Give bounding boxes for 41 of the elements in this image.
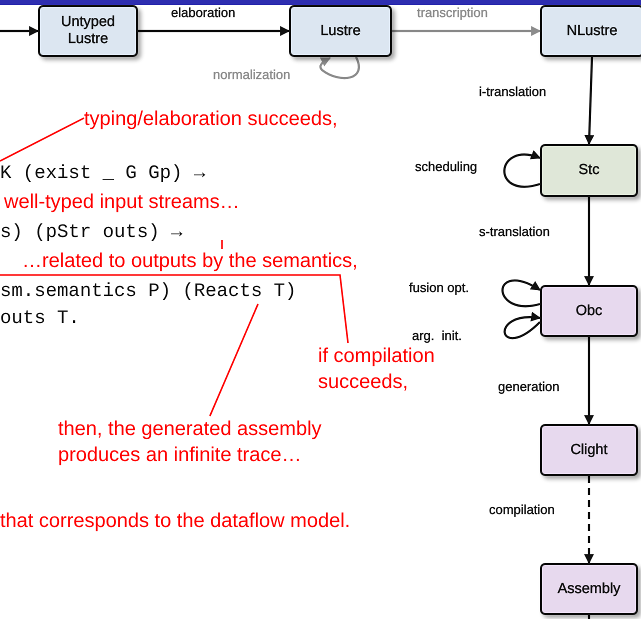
stage-box: NLustre [540, 5, 641, 57]
code-line: outs T. [0, 306, 80, 331]
annotation-text: typing/elaboration succeeds, [84, 106, 384, 134]
annotation-text: if compilation succeeds, [318, 343, 468, 397]
leader-line [209, 304, 259, 416]
edge-label: compilation [488, 503, 556, 518]
code-line: s) (pStr outs) → [0, 220, 182, 245]
annotation-text: well-typed input streams… [4, 191, 240, 213]
edge-label: transcription [416, 6, 489, 20]
loop-arrow [502, 280, 541, 308]
arrow [0, 26, 39, 36]
leader-line [0, 117, 84, 162]
code-line: sm.semantics P) (Reacts T) [0, 279, 296, 304]
edge-label: i-translation [478, 85, 548, 100]
arrow [584, 56, 594, 145]
stage-box: Clight [540, 424, 638, 476]
loop-arrow [504, 312, 541, 340]
edge-label: fusion opt. [408, 281, 470, 296]
annotation-text: …related to outputs by the semantics, [22, 250, 358, 272]
edge-label: scheduling [414, 160, 478, 174]
stage-box: Obc [540, 285, 638, 337]
edge-label: arg. init. [411, 329, 463, 344]
code-line: K (exist _ G Gp) → [0, 161, 206, 186]
arrow [392, 26, 541, 36]
stage-box: Assembly [540, 563, 638, 615]
edge-label: elaboration [170, 6, 236, 20]
arrow [138, 26, 290, 36]
annotation-text: that corresponds to the dataflow model. [0, 510, 350, 532]
edge-label: s-translation [478, 225, 551, 240]
loop-arrow [503, 150, 541, 188]
arrow [584, 476, 594, 564]
leader-line [0, 274, 349, 344]
annotation-text: then, the generated assembly produces an infinite trace… [58, 416, 368, 476]
stage-box: Untyped Lustre [38, 5, 138, 57]
arrow [584, 197, 594, 286]
stage-box: Stc [540, 144, 638, 197]
loop-arrow [319, 56, 360, 80]
edge-label: normalization [212, 68, 292, 82]
edge-label: generation [497, 380, 560, 394]
arrow [584, 337, 594, 425]
stage-box: Lustre [289, 5, 392, 57]
